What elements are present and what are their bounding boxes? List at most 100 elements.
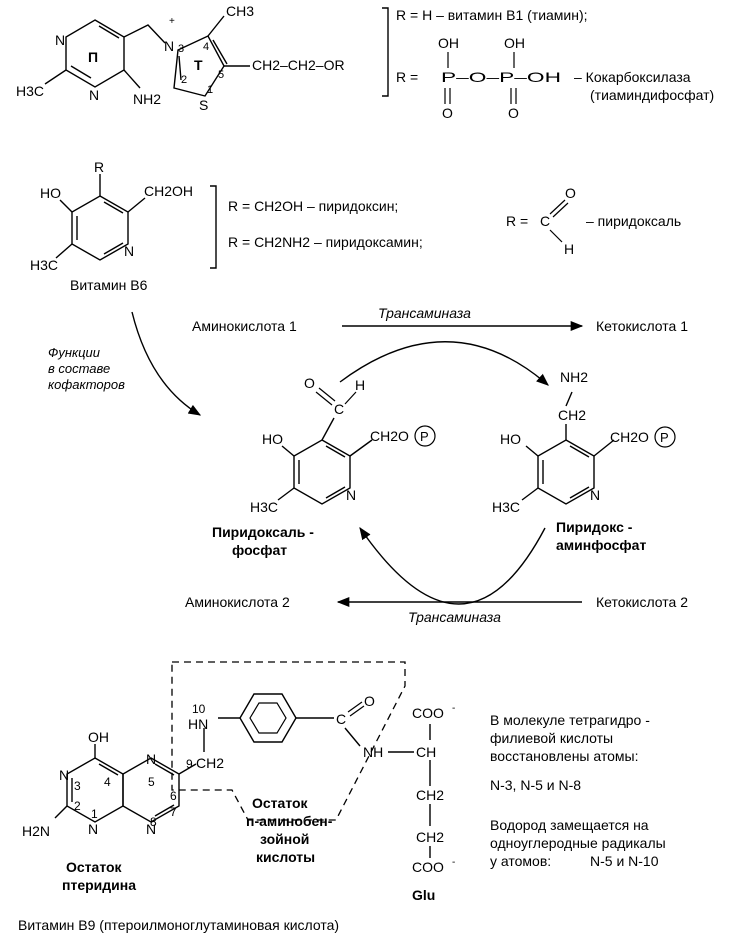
folate-oh: OH (88, 729, 109, 745)
folate-n1: N (88, 821, 98, 837)
plp-phosphate-p: P (420, 429, 429, 444)
thiazole-num-5: 5 (218, 69, 224, 81)
folate-ch2-9: CH2 (196, 755, 224, 771)
transaminase-bottom-label: Трансаминаза (408, 609, 501, 625)
pmp-ho: HO (500, 431, 521, 447)
pyridoxine-label: R = CH2OH – пиридоксин; (228, 198, 398, 214)
paba-label-4: кислоты (256, 849, 315, 865)
pmp-nh2: NH2 (560, 369, 588, 385)
vitamin-b9-label: Витамин B9 (птероилмоноглутаминовая кисл… (18, 917, 339, 933)
folate-num-4: 4 (104, 775, 111, 789)
plp-n: N (346, 487, 356, 503)
functions-arrow (131, 311, 202, 416)
folate-num-10: 10 (192, 702, 206, 716)
thiamine-h3c: H3C (16, 83, 44, 99)
pyridoxal-ch-bond (549, 229, 563, 243)
pyridoxal-h: H (564, 241, 574, 257)
note-1-line-1: В молекуле тетрагидро - (490, 712, 650, 728)
glu-coo-top-charge: - (452, 703, 455, 714)
folate-num-3: 3 (74, 779, 81, 793)
thiazole-num-1: 1 (207, 84, 213, 96)
folate-carbonyl-o: O (364, 693, 375, 709)
folate-num-7: 7 (170, 805, 177, 819)
glu-label: Glu (412, 887, 435, 903)
b6-r: R (94, 159, 104, 175)
pmp-name-2: аминфосфат (556, 537, 646, 553)
folate-num-8: 8 (150, 815, 157, 829)
plp-name-1: Пиридоксаль - (212, 524, 314, 540)
b6-ch2oh: CH2OH (144, 183, 193, 199)
functions-line-3: кофакторов (48, 377, 125, 392)
paba-label-3: зойной (260, 831, 309, 847)
cycle-arrow-bottom (359, 526, 546, 605)
thiazole-num-3: 3 (178, 43, 184, 55)
pteridine-label-1: Остаток (66, 859, 123, 875)
note-2-line-4: N-5 и N-10 (590, 853, 659, 869)
ring-t-label: Т (194, 57, 203, 73)
pyridoxal-name: – пиридоксаль (586, 213, 681, 229)
paba-dashed-outline (171, 661, 406, 821)
thiazole-n-atom: N (164, 38, 174, 54)
folate-nh: NH (363, 744, 383, 760)
folate-num-1: 1 (91, 807, 98, 821)
glu-ch2-a: CH2 (416, 787, 444, 803)
plp-ho: HO (262, 431, 283, 447)
thiamine-structure (44, 7, 389, 97)
phosphate-o-1: O (442, 105, 453, 121)
thiazole-num-4: 4 (203, 41, 209, 53)
pyridoxamine-phosphate-structure (521, 391, 676, 505)
folate-num-5: 5 (148, 775, 155, 789)
folate-carbonyl-c: C (336, 711, 346, 727)
folate-n5: N (146, 751, 156, 767)
plp-h: H (355, 377, 365, 393)
pyridoxal-o: O (565, 185, 576, 201)
keto-acid-1: Кетокислота 1 (596, 318, 688, 334)
b6-label: Витамин B6 (70, 277, 148, 293)
amino-acid-1: Аминокислота 1 (192, 318, 297, 334)
note-2-line-2: одноуглеродные радикалы (490, 835, 666, 851)
note-2-line-1: Водород замещается на (490, 817, 649, 833)
pmp-ch2o: CH2O (610, 429, 649, 445)
note-1-line-2: филиевой кислоты (490, 730, 613, 746)
phosphate-chain: P–O–P–OH (441, 69, 561, 85)
folate-n3: N (59, 767, 69, 783)
folate-hn: HN (188, 716, 208, 732)
pmp-phosphate-p: P (660, 430, 669, 445)
thiamine-r-eq: R = (396, 69, 418, 85)
pyridoxal-co-bond-b (552, 202, 569, 218)
plp-ch2o: CH2O (370, 428, 409, 444)
pmp-n: N (590, 487, 600, 503)
phosphate-oh-2: OH (504, 35, 525, 51)
thiamine-r-h: R = H – витамин B1 (тиамин); (396, 7, 588, 23)
folate-num-2: 2 (74, 799, 81, 813)
phosphate-o-2: O (508, 105, 519, 121)
pyridoxal-phosphate-structure (277, 387, 436, 505)
pteridine-label-2: птеридина (62, 877, 136, 893)
note-1-line-3: восстановлены атомы: (490, 748, 638, 764)
plp-h3c: H3C (250, 499, 278, 515)
pyridoxal-r-eq: R = (506, 213, 528, 229)
thiamine-nh2: NH2 (133, 91, 161, 107)
amino-acid-2: Аминокислота 2 (185, 594, 290, 610)
pmp-h3c: H3C (492, 499, 520, 515)
glu-coo-bottom-charge: - (452, 857, 455, 868)
note-1-line-4: N-3, N-5 и N-8 (490, 777, 581, 793)
thiamine-ch3: CH3 (226, 3, 254, 19)
pyridoxal-co-bond-a (549, 199, 566, 215)
plp-c: C (334, 401, 344, 417)
thiazole-num-2: 2 (181, 74, 187, 86)
b6-ho: HO (40, 185, 61, 201)
glu-coo-bottom: COO (412, 859, 444, 875)
folate-n8: N (146, 821, 156, 837)
vitamin-b6-structure (55, 174, 217, 269)
transaminase-top-label: Трансаминаза (378, 305, 471, 321)
glu-ch2-b: CH2 (416, 829, 444, 845)
folate-num-6: 6 (170, 789, 177, 803)
pyridoxamine-label: R = CH2NH2 – пиридоксамин; (228, 234, 423, 250)
folate-structure (54, 693, 431, 858)
thiamine-diphosphate-label: (тиаминдифосфат) (590, 87, 714, 103)
pyrimidine-n-bottom: N (89, 87, 99, 103)
plp-name-2: фосфат (232, 542, 287, 558)
paba-label-1: Остаток (252, 795, 309, 811)
